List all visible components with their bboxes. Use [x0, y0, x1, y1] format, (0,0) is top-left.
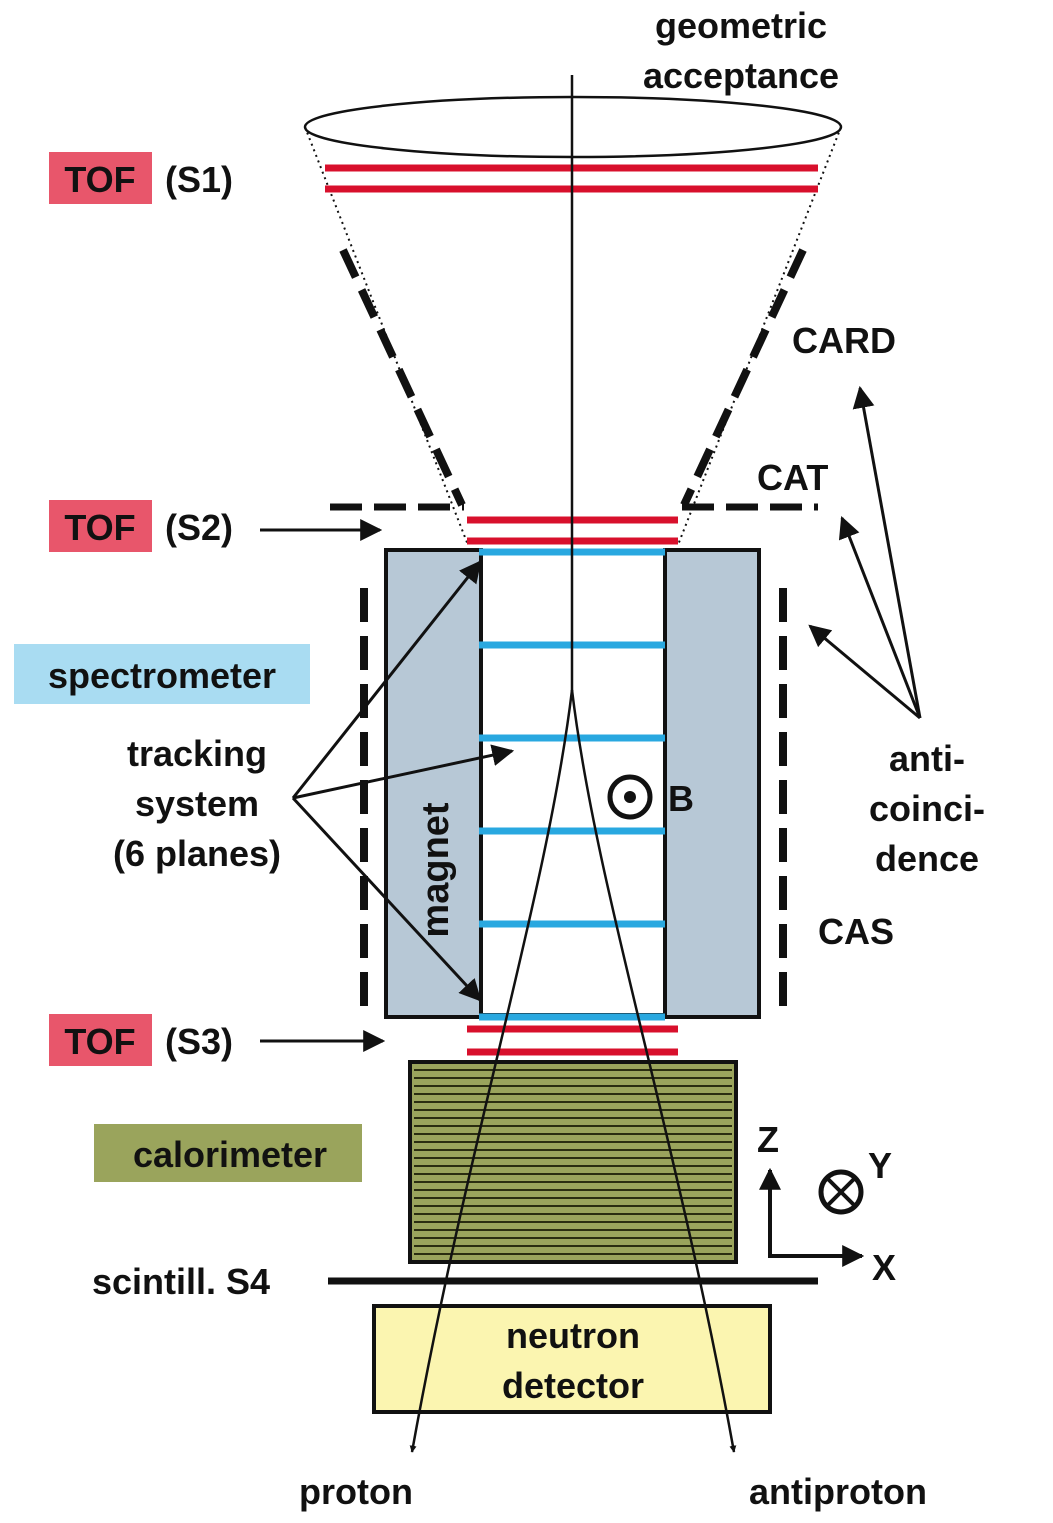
- tof-s3-label: TOF (S3): [49, 1014, 233, 1066]
- cone-left-edge: [304, 126, 469, 546]
- anticoincidence-arrows: [808, 385, 922, 720]
- tof-s2-label: TOF (S2): [49, 500, 233, 552]
- tof-badge: [49, 500, 152, 552]
- antiproton-label: antiproton: [749, 1471, 927, 1512]
- proton-track: [409, 689, 574, 1453]
- tracking-arrows: [291, 560, 515, 1002]
- svg-text:(S2): (S2): [165, 507, 233, 548]
- magnet-left-block: [384, 548, 483, 1019]
- anticoincidence-label-line3: dence: [875, 838, 979, 879]
- spectrometer-label: spectrometer: [48, 655, 276, 696]
- calorimeter-label: calorimeter: [133, 1134, 327, 1175]
- tracking-label-line1: tracking: [127, 733, 267, 774]
- magnet-right-block: [663, 548, 761, 1019]
- neutron-detector: neutron detector: [372, 1304, 772, 1414]
- svg-text:(S1): (S1): [165, 159, 233, 200]
- calorimeter-block: [408, 1060, 738, 1264]
- card-label: CARD: [792, 320, 896, 361]
- anticoincidence-label-line1: anti-: [889, 738, 965, 779]
- coordinate-axes: Z X Y: [757, 1119, 896, 1288]
- geometric-acceptance-label-line1: geometric: [655, 5, 827, 46]
- neutron-detector-label-line2: detector: [502, 1365, 644, 1406]
- geometric-acceptance-label-line2: acceptance: [643, 55, 839, 96]
- svg-text:TOF: TOF: [64, 1021, 135, 1062]
- scintillator-label: scintill. S4: [92, 1261, 270, 1302]
- magnet-label: magnet: [415, 802, 457, 937]
- axis-y-label: Y: [868, 1145, 892, 1186]
- svg-text:(S3): (S3): [165, 1021, 233, 1062]
- cas-label: CAS: [818, 911, 894, 952]
- tof-badge: [49, 1014, 152, 1066]
- neutron-detector-label-line1: neutron: [506, 1315, 640, 1356]
- anticoincidence-label-line2: coinci-: [869, 788, 985, 829]
- proton-label: proton: [299, 1471, 413, 1512]
- spectrometer-badge: [14, 644, 310, 704]
- svg-text:TOF: TOF: [64, 507, 135, 548]
- field-label: B: [668, 778, 694, 819]
- tof-s3-strips: [467, 1025, 678, 1056]
- tracking-label-line2: system: [135, 783, 259, 824]
- axis-into-page-icon: [818, 1169, 864, 1215]
- card-left-wall: [339, 248, 466, 507]
- cone-right-edge: [677, 126, 842, 546]
- tracking-label-line3: (6 planes): [113, 833, 281, 874]
- svg-text:TOF: TOF: [64, 159, 135, 200]
- tof-badge: [49, 152, 152, 204]
- magnet: magnet: [384, 548, 761, 1019]
- card-right-wall: [680, 248, 807, 507]
- calorimeter-badge: [94, 1124, 362, 1182]
- axis-z-label: Z: [757, 1119, 779, 1160]
- tof-s1-label: TOF (S1): [49, 152, 233, 204]
- field-out-of-page-icon: [607, 774, 653, 820]
- antiproton-track: [570, 689, 737, 1453]
- cat-label: CAT: [757, 457, 828, 498]
- axis-x-label: X: [872, 1247, 896, 1288]
